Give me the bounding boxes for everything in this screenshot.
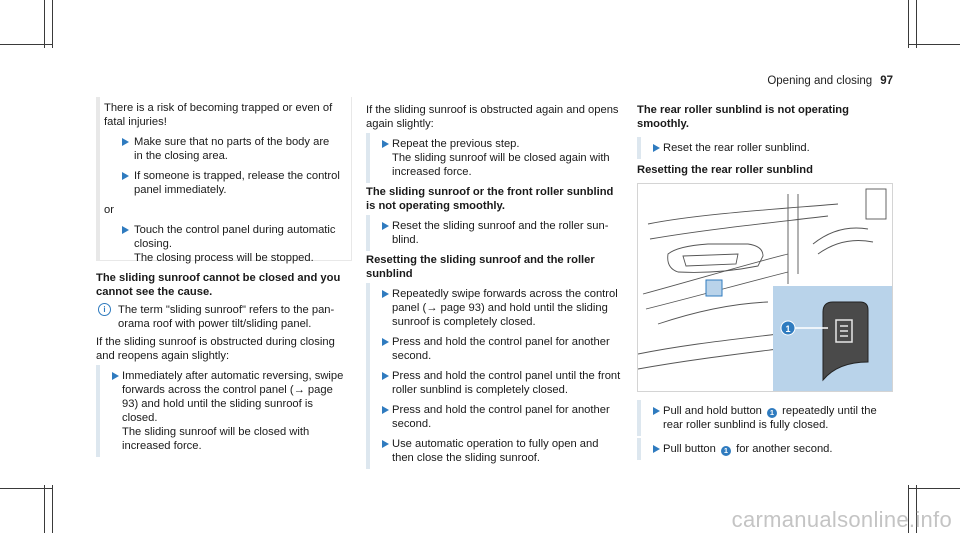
arrow-right-icon — [653, 407, 660, 415]
callout-badge: 1 — [767, 408, 778, 418]
column-1: The sliding sunroof cannot be closed and… — [96, 271, 351, 459]
arrow-right-icon — [112, 372, 119, 380]
figure-callout: 1 — [785, 324, 790, 334]
instruction-step: Repeatedly swipe forwards across the con… — [366, 283, 621, 333]
door-panel-figure: 1 — [637, 183, 893, 392]
instruction-step: Pull button 1 for another second. — [637, 438, 892, 460]
section-heading: The rear roller sunblind is not operatin… — [637, 104, 849, 130]
column-3: The rear roller sunblind is not operatin… — [637, 103, 892, 181]
arrow-right-icon — [382, 140, 389, 148]
warning-step: If someone is trapped, release the con­t… — [104, 169, 340, 197]
watermark: carmanualsonline.info — [731, 507, 952, 532]
page-number: 97 — [880, 75, 893, 87]
callout-badge: 1 — [720, 446, 731, 456]
crop-mark — [44, 0, 45, 48]
crop-mark — [44, 485, 45, 533]
arrow-right-icon — [122, 172, 129, 180]
arrow-right-icon — [653, 144, 660, 152]
instruction-step: Press and hold the control panel until t… — [366, 365, 621, 401]
arrow-right-icon — [382, 440, 389, 448]
instruction-step: Reset the rear roller sunblind. — [637, 137, 892, 159]
sunblind-button-icon — [835, 319, 853, 343]
column-2: If the sliding sunroof is obstructed aga… — [366, 103, 621, 471]
crop-mark — [0, 44, 52, 45]
arrow-right-icon — [382, 290, 389, 298]
section-heading: The sliding sunroof or the front roller … — [366, 186, 614, 212]
instruction-step: Press and hold the control panel for ano… — [366, 331, 621, 367]
info-icon: i — [98, 303, 111, 316]
arrow-right-icon — [382, 222, 389, 230]
warning-box — [96, 97, 352, 261]
section-heading: Resetting the rear roller sunblind — [637, 164, 813, 176]
warning-or: or — [104, 204, 114, 216]
crop-mark — [908, 44, 960, 45]
instruction-step: Pull and hold button 1 repeatedly until … — [637, 400, 892, 436]
crop-mark — [52, 0, 53, 48]
crop-mark — [0, 488, 52, 489]
arrow-right-icon — [382, 372, 389, 380]
arrow-right-icon — [122, 226, 129, 234]
instruction-step: Repeat the previous step.The sliding sun… — [366, 133, 621, 183]
section-title: Opening and closing — [767, 75, 873, 87]
paragraph: If the sliding sunroof is obstructed aga… — [366, 104, 619, 130]
crop-mark — [52, 485, 53, 533]
warning-step: Touch the control panel during auto­mati… — [104, 223, 340, 265]
instruction-step: Press and hold the control panel for ano… — [366, 399, 621, 435]
crop-mark — [908, 0, 909, 48]
section-heading: The sliding sunroof cannot be closed and… — [96, 272, 341, 298]
arrow-right-icon — [653, 445, 660, 453]
arrow-right-icon — [382, 406, 389, 414]
crop-mark — [916, 485, 917, 533]
warning-content: There is a risk of becoming trapped or e… — [104, 101, 340, 271]
warning-step: Make sure that no parts of the body are … — [104, 135, 340, 163]
arrow-right-icon — [122, 138, 129, 146]
column-3-steps: Pull and hold button 1 repeatedly until … — [637, 398, 892, 462]
crop-mark — [908, 488, 960, 489]
section-heading: Resetting the sliding sunroof and the ro… — [366, 254, 595, 280]
crop-mark — [908, 485, 909, 533]
crop-mark — [916, 0, 917, 48]
warning-intro: There is a risk of becoming trapped or e… — [104, 102, 333, 128]
instruction-step: Immediately after automatic reversing, s… — [96, 365, 351, 457]
paragraph: If the sliding sunroof is obstructed dur… — [96, 336, 335, 362]
instruction-step: Reset the sliding sunroof and the roller… — [366, 215, 621, 251]
arrow-right-icon — [382, 338, 389, 346]
instruction-step: Use automatic operation to fully open an… — [366, 433, 621, 469]
page-header: Opening and closing 97 — [767, 74, 893, 88]
door-panel-illustration: 1 — [638, 188, 892, 391]
